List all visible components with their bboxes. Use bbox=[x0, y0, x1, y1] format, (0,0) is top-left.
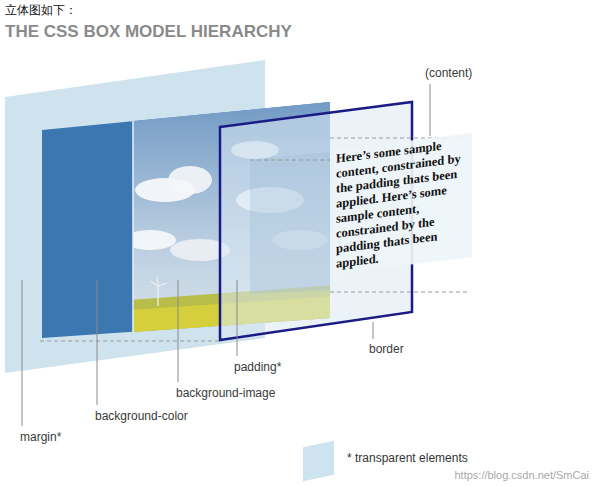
margin-label: margin* bbox=[20, 430, 61, 444]
sample-content: Here’s some sample content, constrained … bbox=[334, 133, 472, 274]
content-label: (content) bbox=[425, 66, 472, 80]
content-area bbox=[250, 152, 330, 294]
legend-text: * transparent elements bbox=[347, 451, 468, 465]
border-label: border bbox=[369, 342, 404, 356]
background-color-label: background-color bbox=[95, 409, 188, 423]
watermark: https://blog.csdn.net/SmCai bbox=[454, 469, 589, 482]
layer-edge bbox=[132, 121, 134, 332]
padding-label: padding* bbox=[234, 360, 281, 374]
intro-note: 立体图如下： bbox=[5, 3, 77, 17]
background-image-label: background-image bbox=[176, 386, 275, 400]
legend-swatch bbox=[303, 441, 334, 482]
diagram-title: THE CSS BOX MODEL HIERARCHY bbox=[5, 22, 292, 42]
